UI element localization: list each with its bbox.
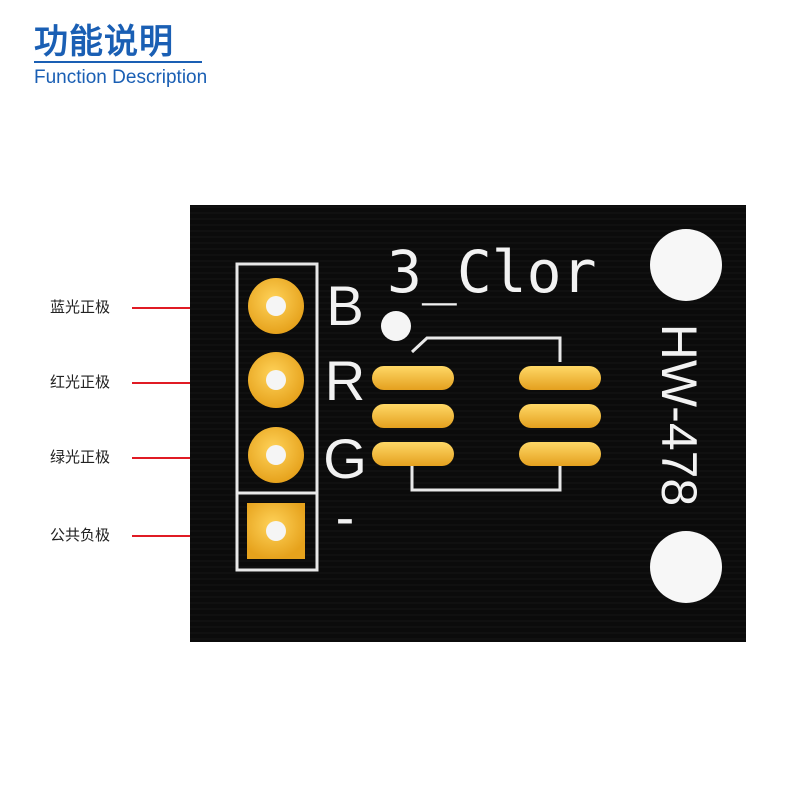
pin-letter-r: R bbox=[325, 349, 365, 412]
leader-line-common bbox=[132, 535, 244, 537]
pad-red bbox=[248, 352, 304, 408]
mounting-hole-top bbox=[650, 229, 722, 301]
pin-label-common: 公共负极 bbox=[49, 526, 110, 544]
smd-pad-right-1 bbox=[519, 366, 601, 390]
board-model: HW-478 bbox=[651, 324, 707, 506]
pin-letter-b: B bbox=[326, 274, 363, 337]
title-underline bbox=[34, 61, 202, 63]
page-subtitle: Function Description bbox=[34, 67, 208, 88]
pad-blue bbox=[248, 278, 304, 334]
smd-pad-right-3 bbox=[519, 442, 601, 466]
led-footprint-outline bbox=[410, 336, 562, 492]
header-silkscreen-outline bbox=[235, 262, 319, 572]
board-title: 3_Clor bbox=[387, 238, 597, 306]
smd-pad-right-2 bbox=[519, 404, 601, 428]
page-title: 功能说明 bbox=[34, 22, 174, 62]
pad-common bbox=[247, 503, 305, 559]
pin1-marker-dot bbox=[381, 311, 411, 341]
pin-label-green: 绿光正极 bbox=[49, 448, 110, 466]
pin-letter-g: G bbox=[323, 427, 367, 490]
smd-pad-left-1 bbox=[372, 366, 454, 390]
pin-letter-minus: - bbox=[336, 485, 355, 548]
leader-line-blue bbox=[132, 307, 244, 309]
pad-green bbox=[248, 427, 304, 483]
mounting-hole-bottom bbox=[650, 531, 722, 603]
pin-label-blue: 蓝光正极 bbox=[49, 298, 110, 316]
leader-line-green bbox=[132, 457, 244, 459]
pin-label-red: 红光正极 bbox=[49, 373, 110, 391]
leader-line-red bbox=[132, 382, 244, 384]
smd-pad-left-3 bbox=[372, 442, 454, 466]
smd-pad-left-2 bbox=[372, 404, 454, 428]
